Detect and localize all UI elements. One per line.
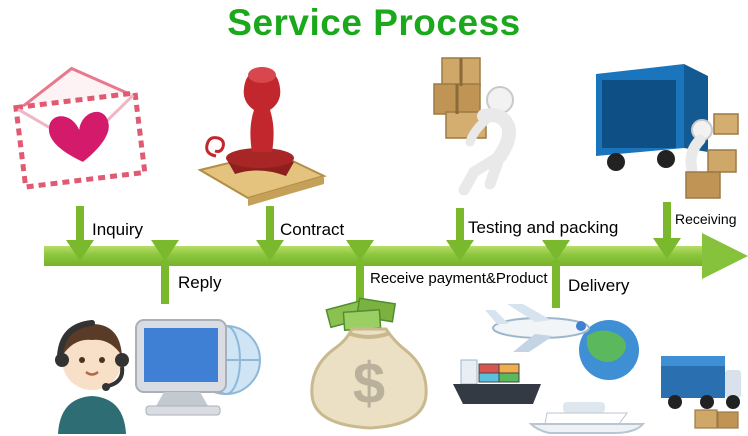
truck-unloading-icon bbox=[588, 56, 743, 206]
rubber-stamp-icon bbox=[182, 58, 332, 208]
label-reply: Reply bbox=[178, 273, 222, 292]
label-delivery: Delivery bbox=[568, 276, 630, 295]
person-carrying-boxes-icon bbox=[412, 50, 527, 200]
connector-inquiry bbox=[76, 206, 84, 244]
timeline-band bbox=[44, 246, 704, 266]
arrow-down-icon bbox=[66, 240, 94, 261]
connector-testing bbox=[456, 208, 464, 244]
connector-delivery bbox=[552, 260, 560, 308]
connector-payment bbox=[356, 260, 364, 304]
connector-receiving bbox=[663, 202, 671, 242]
label-receiving: Receiving bbox=[675, 211, 737, 227]
envelope-heart-icon bbox=[5, 62, 155, 202]
global-shipping-icon bbox=[445, 302, 745, 434]
arrow-down-icon bbox=[346, 240, 374, 261]
connector-reply bbox=[161, 260, 169, 304]
money-bag-icon: $ bbox=[300, 297, 440, 432]
label-inquiry: Inquiry bbox=[92, 220, 144, 239]
label-receive-payment-product: Receive payment&Product bbox=[370, 270, 548, 287]
page-title: Service Process bbox=[227, 2, 521, 43]
arrow-down-icon bbox=[446, 240, 474, 261]
label-testing-and-packing: Testing and packing bbox=[468, 218, 619, 237]
arrow-down-icon bbox=[542, 240, 570, 261]
arrow-down-icon bbox=[653, 238, 681, 259]
timeline-arrow-tip-icon bbox=[702, 233, 748, 279]
connector-contract bbox=[266, 206, 274, 244]
arrow-down-icon bbox=[256, 240, 284, 261]
svg-text:$: $ bbox=[353, 351, 385, 416]
arrow-down-icon bbox=[151, 240, 179, 261]
customer-support-agent-icon bbox=[30, 294, 265, 434]
label-contract: Contract bbox=[280, 220, 345, 239]
